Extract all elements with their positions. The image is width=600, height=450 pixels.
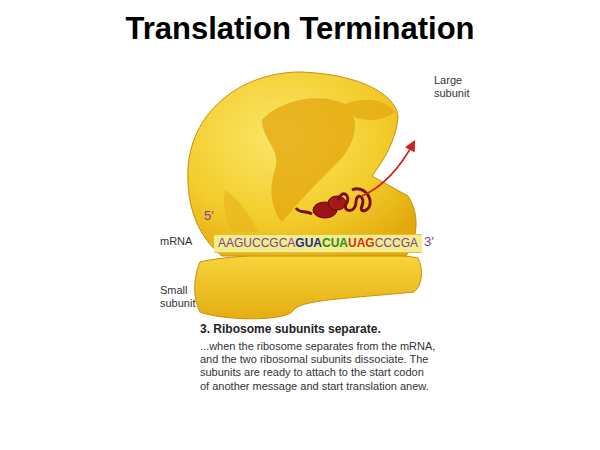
caption-body: ...when the ribosome separates from the …: [200, 340, 436, 393]
page-title: Translation Termination: [0, 10, 600, 47]
strand-end: 3′: [424, 234, 434, 250]
part-label: Large subunit: [434, 74, 494, 100]
codon-sequence: CCCGA: [375, 236, 418, 250]
part-label: Small subunit: [160, 284, 210, 310]
ribosome-groove: [345, 100, 395, 120]
codon-sequence: CUA: [322, 236, 348, 250]
strand-end: 5′: [204, 208, 214, 224]
codon-sequence: UAG: [348, 236, 375, 250]
part-label: mRNA: [160, 235, 192, 248]
large-subunit-shape: [188, 72, 416, 256]
ribosome-groove: [262, 98, 355, 222]
step-caption: 3. Ribosome subunits separate.: [200, 322, 381, 336]
small-subunit-shape: [195, 253, 422, 319]
codon-sequence: AAGUCCGCA: [218, 236, 295, 250]
codon-sequence: GUA: [295, 236, 322, 250]
release-arrow: [362, 142, 414, 196]
ribosome-groove: [224, 190, 258, 232]
mrna-strand: AAGUCCGCAGUACUAUAGCCCGA: [214, 234, 422, 253]
peptide-chain: [296, 189, 370, 218]
